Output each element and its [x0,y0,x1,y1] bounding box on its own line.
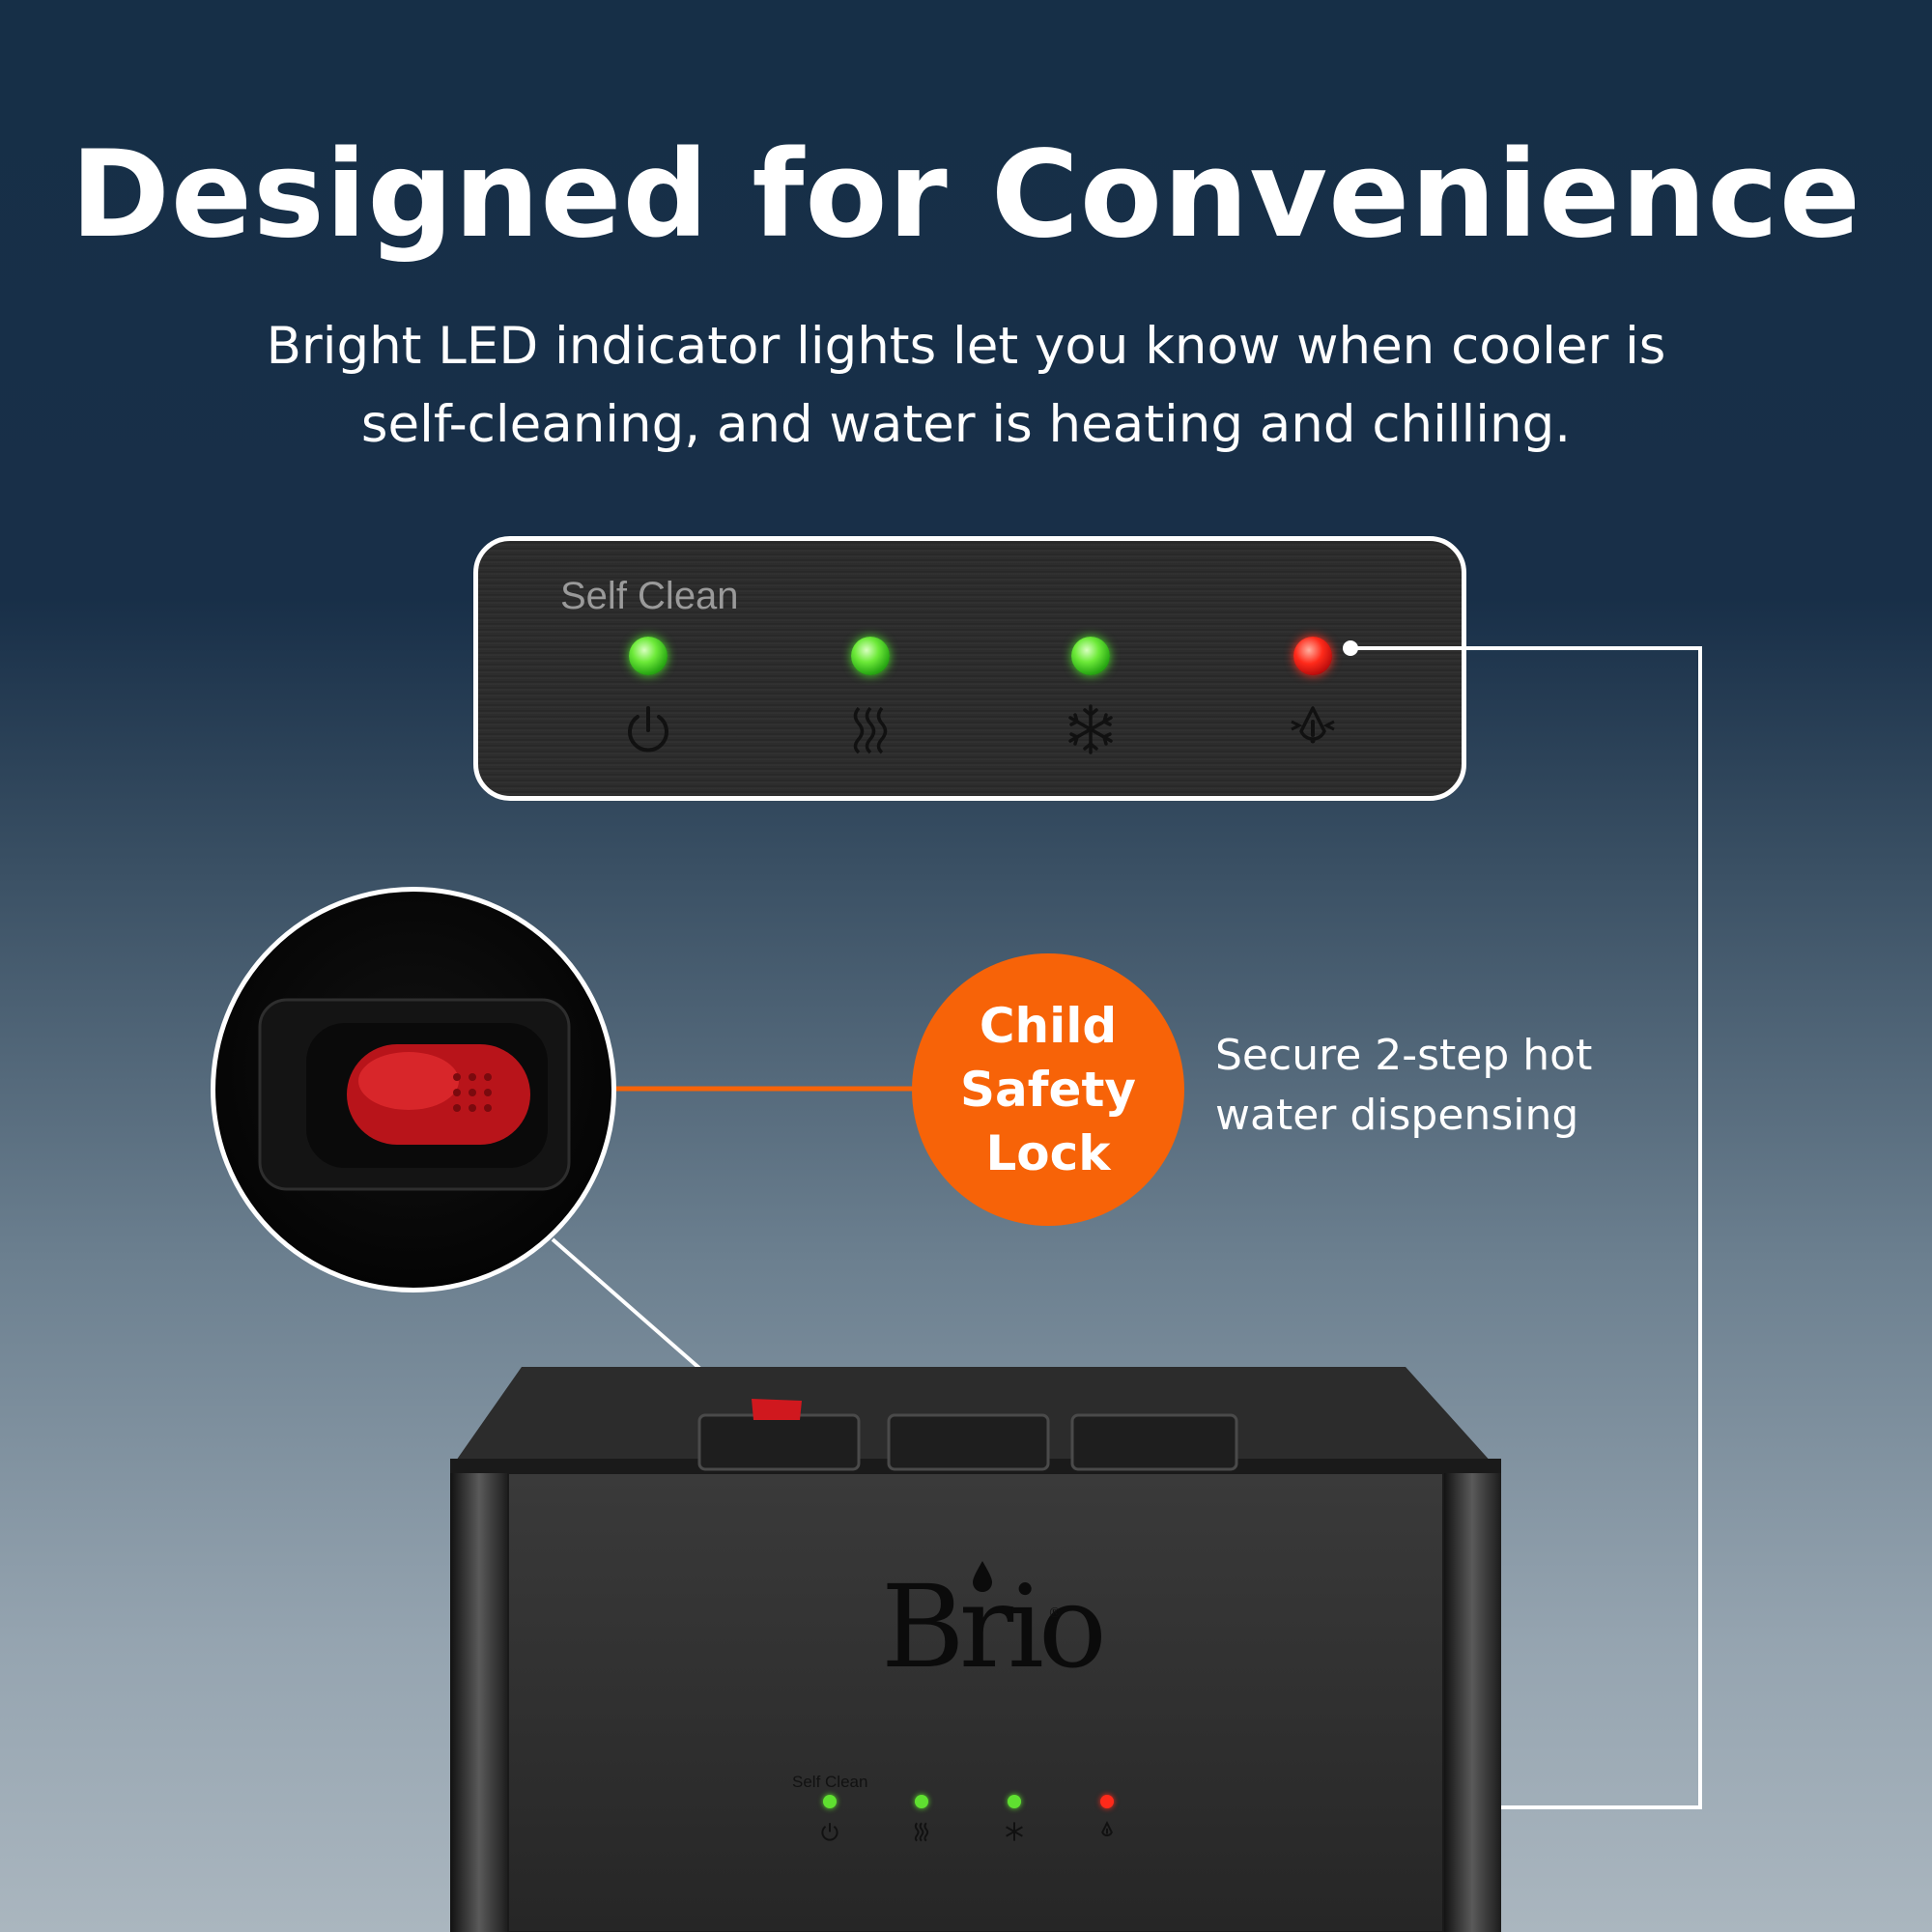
led-indicator-panel: Self Clean [473,536,1466,801]
brand-logo: Brio [881,1560,1107,1693]
safety-lock-button-closeup [258,998,571,1191]
cold-led [1071,637,1110,675]
water-cooler [450,1367,1501,1932]
cooler-empty-bottle-led [1100,1795,1114,1808]
secure-line-1: Secure 2-step hot [1215,1031,1593,1080]
cooler-empty-bottle-alert-icon [1101,1820,1113,1836]
cold-water-button [1070,1413,1238,1471]
safety-lock-zoom [211,887,616,1293]
power-icon [628,706,668,753]
hot-led [851,637,890,675]
secure-dispensing-text: Secure 2-step hot water dispensing [1215,1026,1592,1146]
panel-self-clean-label: Self Clean [560,575,739,617]
cooler-power-led [823,1795,837,1808]
led-callout-dot [1343,640,1358,656]
child-safety-lock-badge: Child Safety Lock [912,953,1184,1226]
brand-trademark: ® [1048,1605,1062,1621]
empty-bottle-led [1293,637,1332,675]
cooler-self-clean-label: Self Clean [792,1773,868,1791]
room-water-button [887,1413,1050,1471]
badge-line-2: Safety [960,1062,1136,1118]
safety-lock-red-tab [752,1399,802,1420]
empty-bottle-alert-icon [1291,706,1335,744]
headline: Designed for Convenience [70,126,1862,265]
badge-line-3: Lock [985,1125,1111,1181]
water-drop-icon [973,1561,992,1592]
secure-line-2: water dispensing [1215,1091,1579,1140]
description: Bright LED indicator lights let you know… [193,307,1739,464]
snowflake-icon [1068,704,1113,754]
description-line-1: Bright LED indicator lights let you know… [266,317,1666,376]
cooler-snowflake-icon [1006,1822,1023,1841]
hot-water-button [697,1413,861,1471]
cooler-cold-led [1008,1795,1021,1808]
badge-line-1: Child [979,998,1118,1054]
cooler-front [450,1473,1501,1932]
power-led [629,637,668,675]
cooler-power-icon [821,1823,838,1841]
description-line-2: self-cleaning, and water is heating and … [360,395,1572,454]
cooler-hot-led [915,1795,928,1808]
cooler-heat-waves-icon [914,1822,929,1842]
heat-waves-icon [853,706,888,754]
